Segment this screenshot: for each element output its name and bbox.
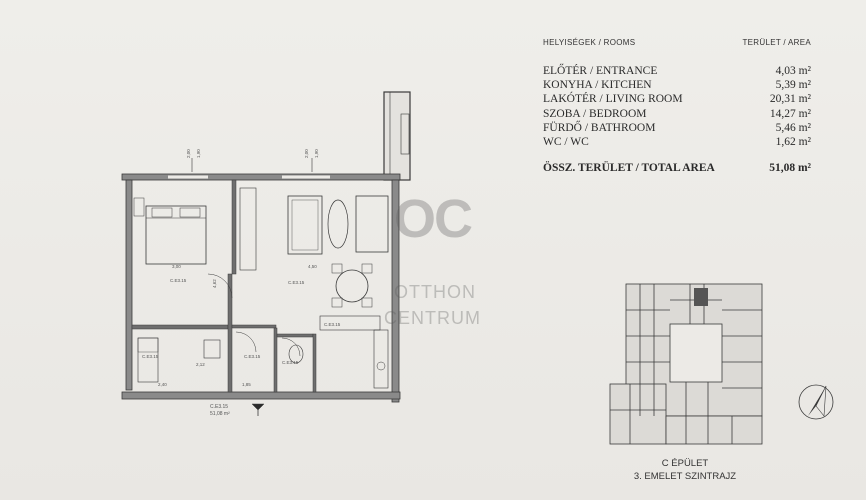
svg-text:2,00: 2,00 — [304, 149, 309, 158]
watermark-line-1: OTTHON — [394, 282, 476, 302]
room-area: 1,62 m² — [775, 136, 811, 149]
room-area: 4,03 m² — [775, 65, 811, 77]
svg-text:2,40: 2,40 — [158, 382, 167, 387]
rooms-column-header: HELYISÉGEK / ROOMS — [543, 38, 636, 47]
unit-area-label: 51,08 m² — [210, 411, 230, 417]
floor-name: 3. EMELET SZINTRAJZ — [633, 471, 737, 482]
room-area: 20,31 m² — [769, 93, 811, 106]
unit-code-label: C.E3.15 — [210, 404, 229, 410]
room-row: LAKÓTÉR / LIVING ROOM 20,31 m² — [543, 92, 811, 106]
svg-text:4,50: 4,50 — [308, 264, 317, 269]
room-name: FÜRDŐ / BATHROOM — [543, 121, 656, 134]
svg-text:3,00: 3,00 — [172, 264, 181, 269]
svg-text:C.E3.15: C.E3.15 — [142, 354, 159, 359]
otthon-centrum-watermark: OC OTTHON CENTRUM — [380, 160, 490, 340]
total-area-value: 51,08 m² — [769, 162, 811, 174]
total-area-row: ÖSSZ. TERÜLET / TOTAL AREA 51,08 m² — [543, 162, 811, 174]
room-name: KONYHA / KITCHEN — [543, 79, 652, 92]
room-area: 5,39 m² — [775, 79, 811, 92]
room-row: FÜRDŐ / BATHROOM 5,46 m² — [543, 121, 811, 135]
room-row: KONYHA / KITCHEN 5,39 m² — [543, 78, 811, 92]
svg-text:C.E3.15: C.E3.15 — [170, 278, 187, 283]
watermark-line-2: CENTRUM — [384, 308, 481, 328]
total-area-label: ÖSSZ. TERÜLET / TOTAL AREA — [543, 162, 715, 174]
svg-text:2,12: 2,12 — [196, 362, 205, 367]
room-name: SZOBA / BEDROOM — [543, 107, 647, 120]
svg-text:1,85: 1,85 — [242, 382, 251, 387]
highlighted-unit — [694, 288, 708, 306]
area-column-header: TERÜLET / AREA — [742, 38, 811, 47]
svg-text:C.E3.15: C.E3.15 — [282, 360, 299, 365]
room-row: ELŐTÉR / ENTRANCE 4,03 m² — [543, 64, 811, 78]
room-area: 14,27 m² — [769, 107, 811, 120]
svg-text:1,90: 1,90 — [196, 149, 201, 158]
svg-text:C.E3.15: C.E3.15 — [244, 354, 261, 359]
svg-text:C.E3.15: C.E3.15 — [288, 280, 305, 285]
rooms-table: ELŐTÉR / ENTRANCE 4,03 m² KONYHA / KITCH… — [543, 64, 811, 149]
north-arrow-icon — [798, 384, 834, 420]
building-site-plan — [609, 283, 763, 445]
svg-text:1,90: 1,90 — [314, 149, 319, 158]
room-row: SZOBA / BEDROOM 14,27 m² — [543, 107, 811, 121]
room-name: ELŐTÉR / ENTRANCE — [543, 65, 658, 77]
room-name: WC / WC — [543, 136, 589, 149]
svg-text:C.E3.15: C.E3.15 — [324, 322, 341, 327]
apartment-floor-plan: 2,00 1,90 2,00 1,90 3,00 4,50 4,62 2,40 … — [121, 91, 411, 416]
svg-text:2,00: 2,00 — [186, 149, 191, 158]
building-name: C ÉPÜLET — [661, 458, 709, 469]
room-area: 5,46 m² — [775, 121, 811, 134]
building-caption: C ÉPÜLET 3. EMELET SZINTRAJZ — [600, 457, 770, 483]
room-row: WC / WC 1,62 m² — [543, 135, 811, 149]
svg-text:4,62: 4,62 — [212, 279, 217, 288]
room-name: LAKÓTÉR / LIVING ROOM — [543, 93, 683, 106]
watermark-logo: OC — [394, 189, 473, 249]
